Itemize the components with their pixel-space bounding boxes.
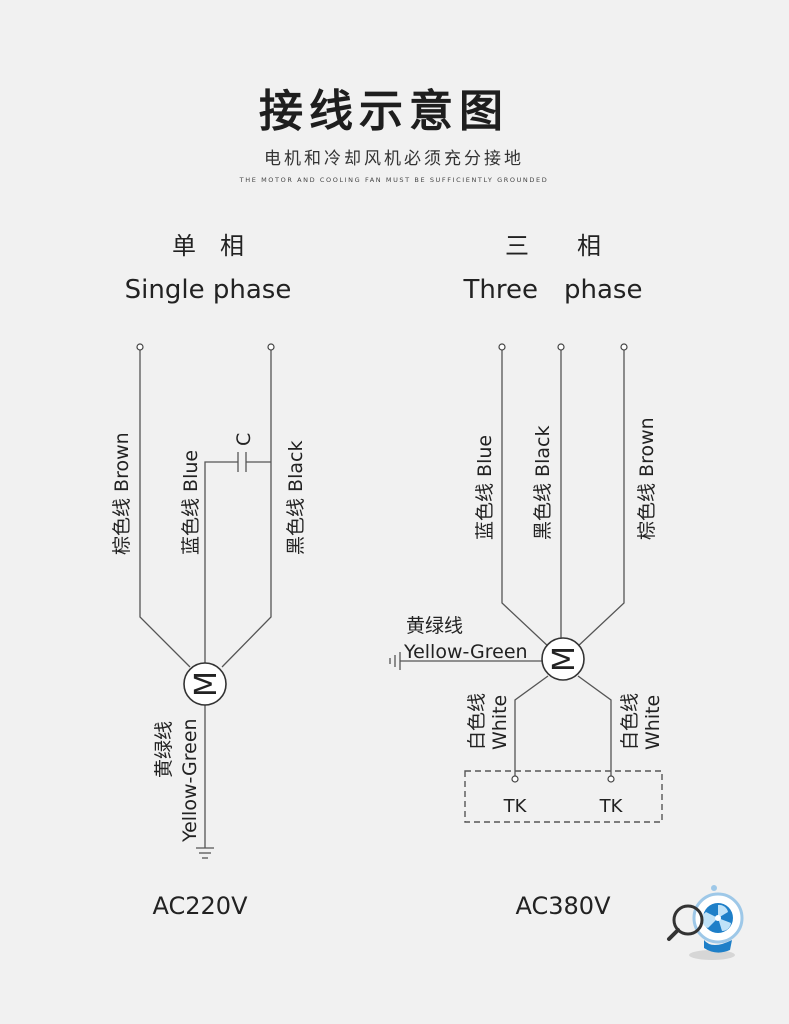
three-motor-label: M <box>547 646 582 672</box>
three-heading-en: Three phase <box>463 275 643 305</box>
single-voltage: AC220V <box>153 892 249 920</box>
single-terminal-brown <box>136 343 144 351</box>
tk-label-right: TK <box>599 796 624 817</box>
tk-terminal-right <box>607 775 615 783</box>
page-title: 接线示意图 <box>259 86 509 137</box>
three-blue-wire <box>501 350 551 649</box>
three-ground-symbol <box>389 652 401 670</box>
three-phase-diagram: 三 相 Three phase 黄绿线 Yellow-Green M 蓝色线 B… <box>389 232 664 920</box>
three-black-label: 黑色线 Black <box>532 426 554 540</box>
three-terminal-black <box>557 343 565 351</box>
single-blue-label: 蓝色线 Blue <box>180 450 202 555</box>
tk-terminal-left <box>511 775 519 783</box>
three-terminal-brown <box>620 343 628 351</box>
single-motor-label: M <box>189 671 224 697</box>
capacitor-symbol <box>237 452 247 472</box>
three-ground-label-cn: 黄绿线 <box>406 615 463 637</box>
subtitle-cn: 电机和冷却风机必须充分接地 <box>264 149 524 169</box>
three-heading-cn: 三 相 <box>505 232 601 260</box>
three-brown-wire <box>575 350 625 649</box>
tk-box <box>464 770 663 823</box>
three-voltage: AC380V <box>516 892 612 920</box>
white-right-label-cn: 白色线 <box>619 693 641 750</box>
three-blue-label: 蓝色线 Blue <box>474 435 496 540</box>
three-ground-label-en: Yellow-Green <box>403 641 528 663</box>
single-phase-diagram: 单 相 Single phase C M 棕色线 Brown 蓝色线 Blue … <box>111 232 307 920</box>
single-brown-wire <box>139 350 191 668</box>
single-motor <box>183 662 227 706</box>
three-terminal-blue <box>498 343 506 351</box>
three-motor <box>541 637 585 681</box>
single-black-wire <box>221 350 272 668</box>
white-left-label-en: White <box>489 695 511 750</box>
three-brown-label: 棕色线 Brown <box>636 417 658 540</box>
single-blue-wire <box>204 461 238 664</box>
three-white-wire-right <box>577 675 612 776</box>
three-white-wire-left <box>514 675 549 776</box>
single-brown-label: 棕色线 Brown <box>111 432 133 555</box>
subtitle-en: THE MOTOR AND COOLING FAN MUST BE SUFFIC… <box>239 176 549 184</box>
single-heading-cn: 单 相 <box>172 232 244 260</box>
single-black-label: 黑色线 Black <box>285 441 307 555</box>
white-right-label-en: White <box>642 695 664 750</box>
white-left-label-cn: 白色线 <box>466 693 488 750</box>
single-heading-en: Single phase <box>125 275 292 305</box>
single-ground-label-cn: 黄绿线 <box>153 721 175 778</box>
single-ground-symbol <box>196 847 214 859</box>
capacitor-label: C <box>233 433 255 446</box>
single-ground-label-en: Yellow-Green <box>179 718 201 843</box>
tk-label-left: TK <box>503 796 528 817</box>
fan-mascot-logo-icon <box>667 885 744 960</box>
single-terminal-black <box>267 343 275 351</box>
